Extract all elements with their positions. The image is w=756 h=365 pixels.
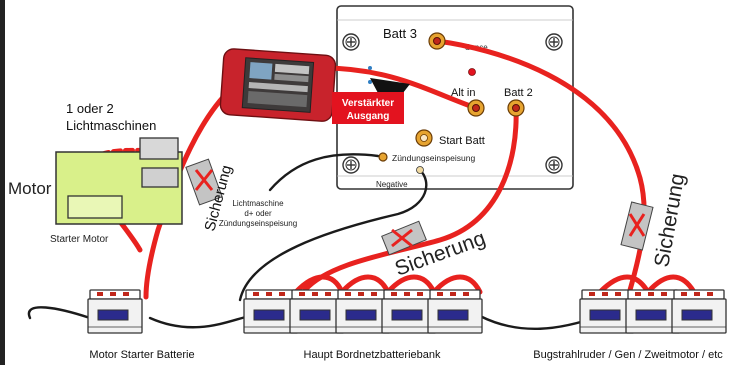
screw-icon: [342, 33, 360, 51]
led-icon: [368, 80, 372, 84]
panel-terminals: [378, 32, 525, 174]
led-icon: [468, 68, 476, 76]
label-starter-motor: Starter Motor: [50, 234, 109, 245]
house-battery-bank: [243, 289, 483, 334]
aux-battery-bank: [579, 289, 727, 334]
callout-boosted-output: Verstärkter Ausgang: [332, 92, 404, 124]
led-icon: [368, 66, 372, 70]
terminal-icon[interactable]: [416, 166, 424, 174]
alternator-icon: [55, 137, 183, 225]
label-alternators-line2: Lichtmaschinen: [66, 118, 156, 133]
note-line1: Lichtmaschine: [232, 199, 284, 208]
callout-line2: Ausgang: [347, 111, 390, 122]
battery-icon: [87, 289, 143, 334]
screw-icon: [545, 33, 563, 51]
screw-icon: [342, 156, 360, 174]
terminal-icon[interactable]: [378, 152, 388, 162]
terminal-icon[interactable]: [415, 129, 433, 147]
terminal-icon[interactable]: [467, 99, 485, 117]
caption-aux-batteries: Bugstrahlruder / Gen / Zweitmotor / etc: [533, 349, 723, 361]
fuse-middle: Sicherung: [381, 220, 489, 281]
label-negative: Negative: [376, 180, 408, 189]
fuse-right-label: Sicherung: [650, 172, 689, 269]
label-start-batt: Start Batt: [439, 135, 485, 147]
fuse-right: Sicherung: [620, 172, 689, 269]
label-alternators-line1: 1 oder 2: [66, 101, 114, 116]
note-line3: Zündungseinspeisung: [219, 219, 297, 228]
caption-starter-battery: Motor Starter Batterie: [89, 349, 194, 361]
battery-icon: [671, 289, 727, 334]
starter-battery: [87, 289, 143, 334]
terminal-icon[interactable]: [507, 99, 525, 117]
label-batt2: Batt 2: [504, 87, 533, 99]
charger-icon: [219, 48, 337, 122]
label-motor: Motor: [8, 179, 52, 198]
caption-house-bank: Haupt Bordnetzbatteriebank: [304, 349, 441, 361]
label-zuendung: Zündungseinspeisung: [392, 153, 475, 163]
screw-icon: [545, 156, 563, 174]
signal-note: Lichtmaschine d+ oder Zündungseinspeisun…: [219, 199, 297, 228]
callout-line1: Verstärkter: [342, 98, 394, 109]
note-line2: d+ oder: [244, 209, 272, 218]
label-batt3: Batt 3: [383, 26, 417, 41]
left-edge-bar: [0, 0, 5, 365]
battery-icon: [427, 289, 483, 334]
terminal-icon[interactable]: [428, 32, 446, 50]
label-alt-in: Alt in: [451, 87, 475, 99]
